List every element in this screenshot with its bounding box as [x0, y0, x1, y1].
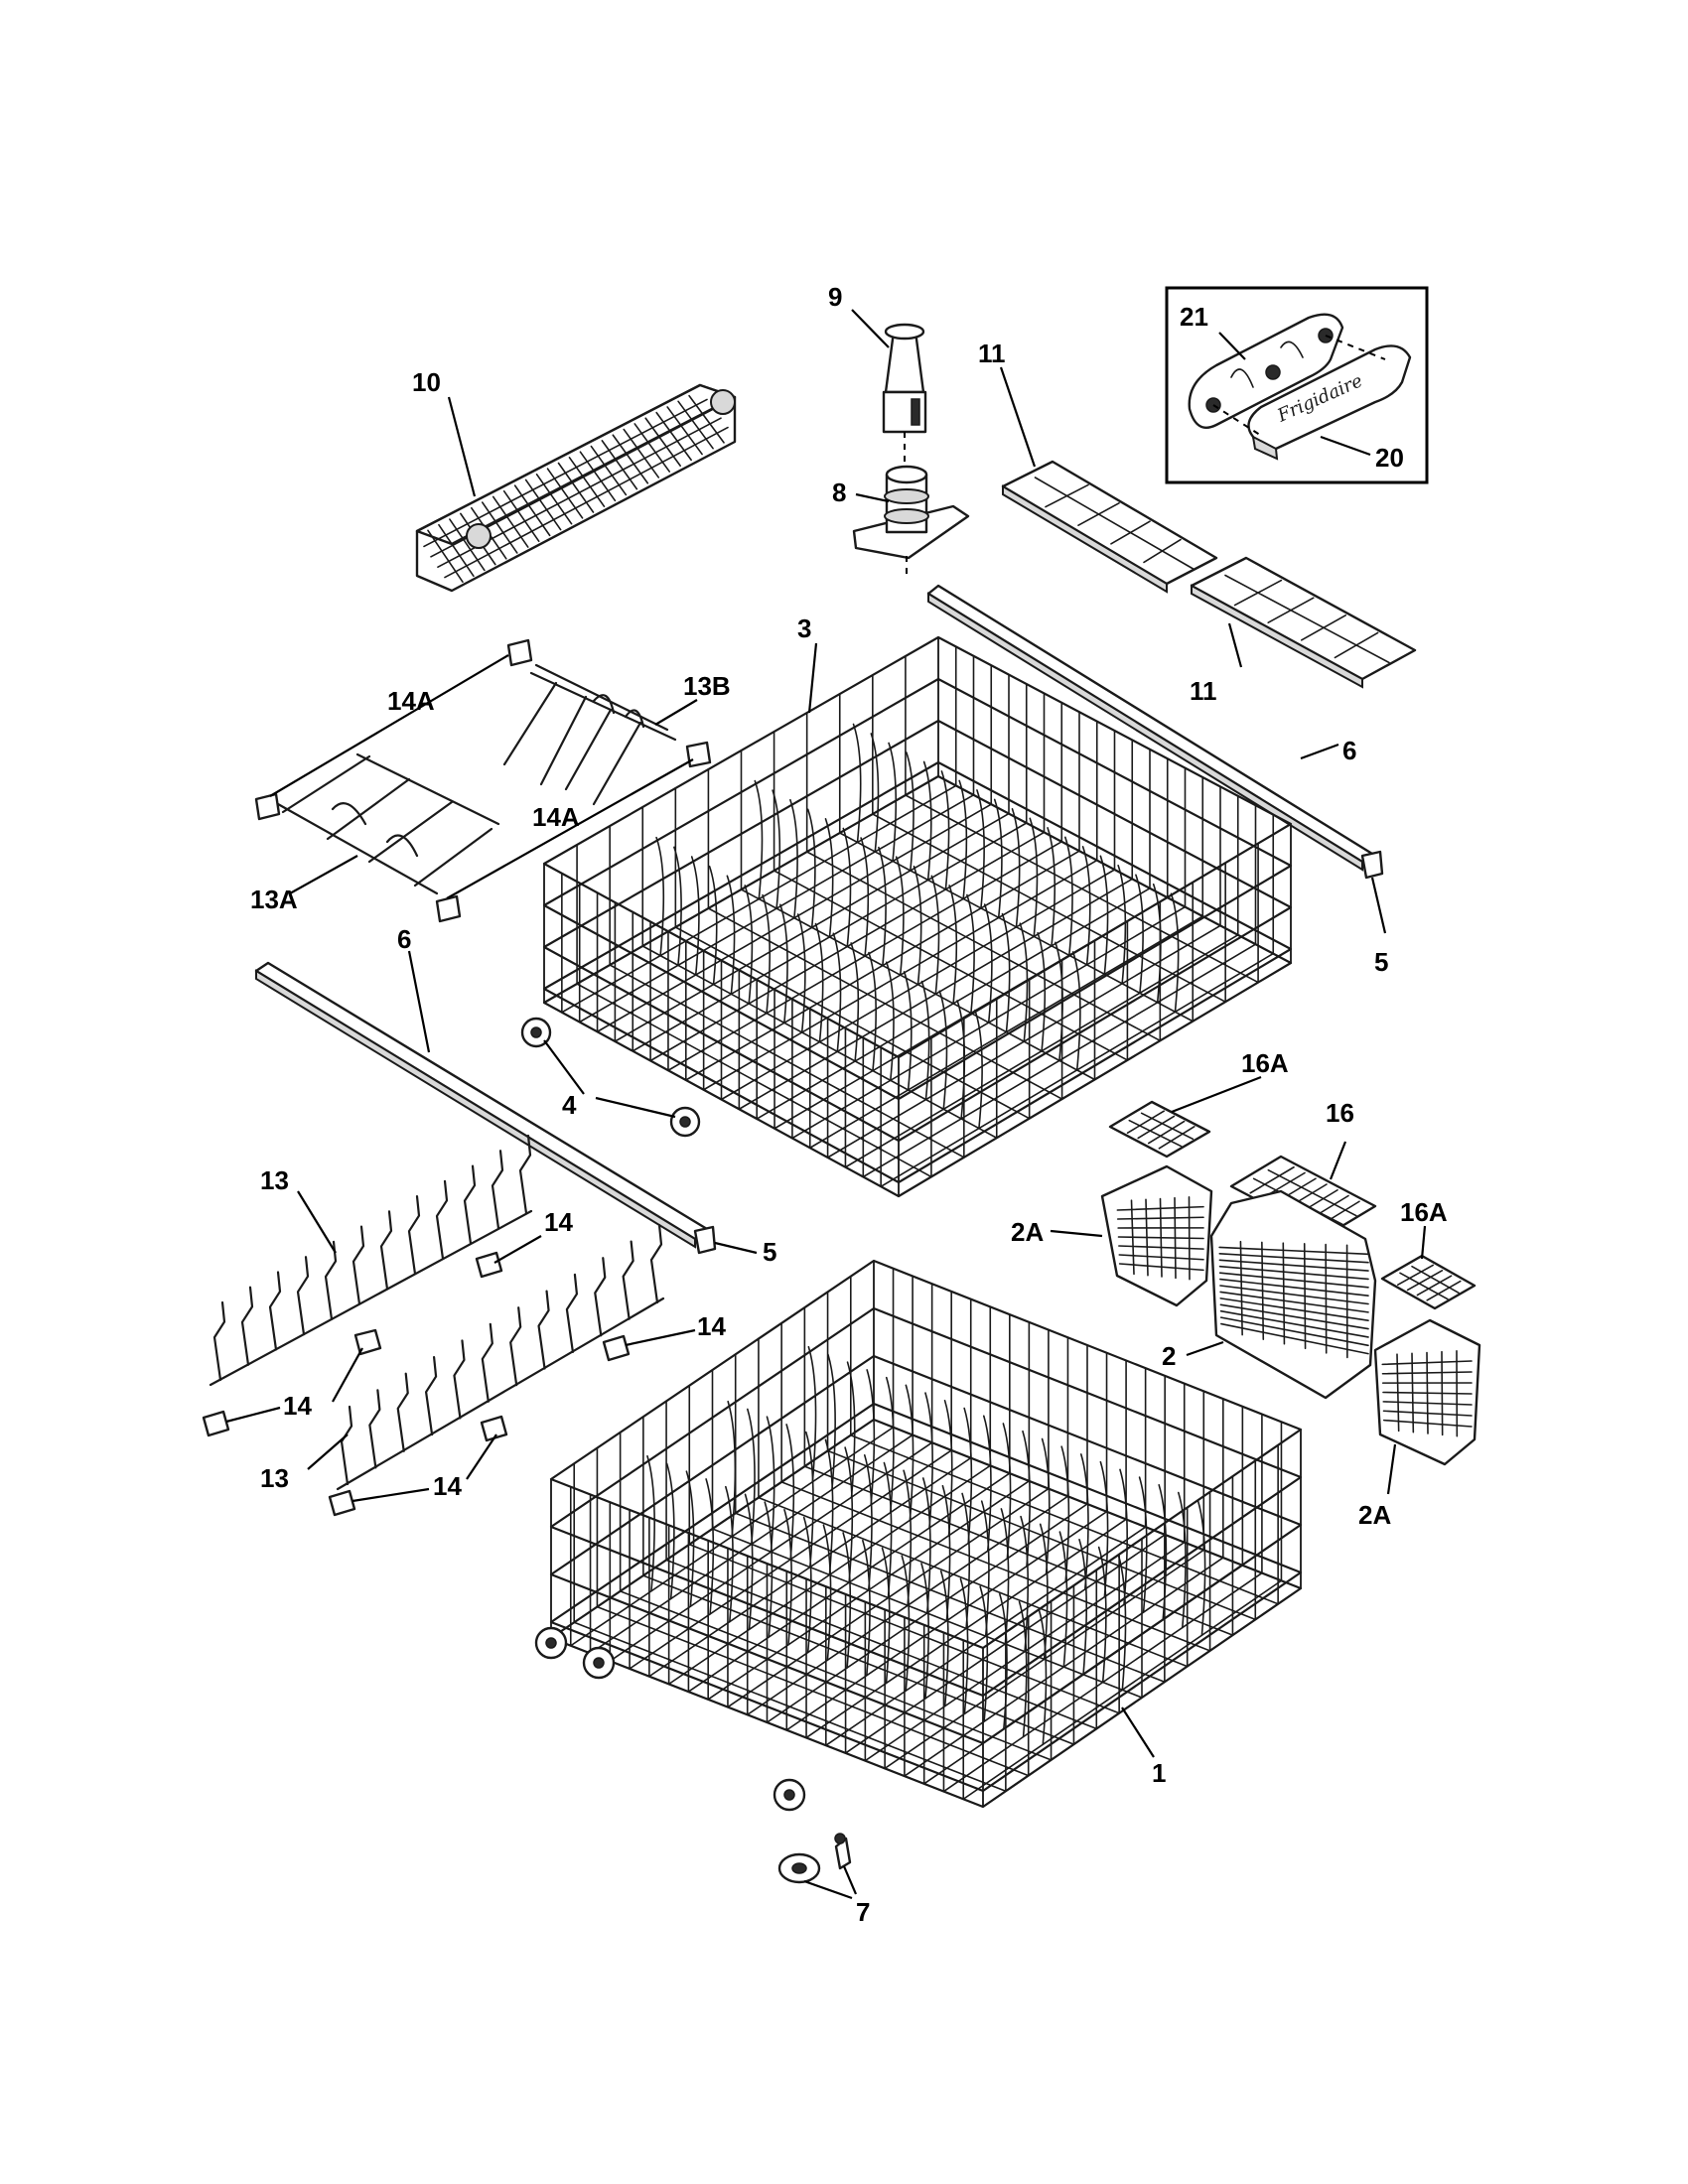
tine-row-part-13a — [276, 752, 500, 895]
callout-6-left: 6 — [397, 924, 411, 954]
basket-cover-part-16a-right — [1380, 1254, 1477, 1310]
callout-16a-top: 16A — [1241, 1048, 1289, 1078]
upper-dish-rack-part-3 — [520, 635, 1293, 1198]
basket-cover-part-16a-top — [1108, 1100, 1211, 1159]
clip-part-14a-left — [254, 792, 281, 821]
track-rail-part-6-right — [926, 584, 1384, 880]
callout-21: 21 — [1180, 302, 1208, 332]
callout-13-top: 13 — [260, 1165, 289, 1195]
clip-part-14a-bottom — [435, 894, 462, 923]
upper-rack-wheel-part-4-a — [520, 1017, 552, 1048]
callout-6-right: 6 — [1342, 736, 1356, 765]
callout-1: 1 — [1152, 1758, 1166, 1788]
lower-dish-rack-part-1 — [534, 1259, 1303, 1812]
callout-13a: 13A — [250, 885, 298, 914]
callout-20: 20 — [1375, 443, 1404, 473]
clip-part-14-f — [328, 1489, 356, 1517]
lower-rack-wheel-c — [773, 1778, 806, 1812]
callout-5-right: 5 — [1374, 947, 1388, 977]
callout-2a-bottom: 2A — [1358, 1500, 1391, 1530]
clip-part-14a-top — [506, 638, 533, 667]
callout-14-2: 14 — [697, 1311, 726, 1341]
track-rail-part-6-left — [254, 961, 717, 1255]
callout-14a-mid: 14A — [532, 802, 580, 832]
upper-rack-wheel-part-4-b — [669, 1106, 701, 1138]
silverware-basket-part-10 — [415, 383, 737, 593]
callout-2a-top: 2A — [1011, 1217, 1044, 1247]
callout-11-upper: 11 — [978, 339, 1006, 368]
spray-nozzle-part-9 — [882, 323, 927, 434]
callout-11-lower: 11 — [1190, 676, 1217, 706]
inset-handle-box: Frigidaire 21 20 — [1165, 286, 1429, 484]
callout-14-1: 14 — [544, 1207, 573, 1237]
spray-connector-part-8 — [852, 465, 970, 576]
callout-4: 4 — [562, 1090, 577, 1120]
callout-16a-right: 16A — [1400, 1197, 1448, 1227]
callout-5-left: 5 — [763, 1237, 776, 1267]
callout-14a-top: 14A — [387, 686, 435, 716]
tine-row-part-13b — [502, 663, 677, 806]
callout-7: 7 — [856, 1897, 870, 1927]
large-basket-part-2 — [1209, 1189, 1377, 1400]
rack-wheel-part-7 — [777, 1833, 852, 1884]
cup-shelf-part-11-lower — [1190, 556, 1417, 689]
callout-3: 3 — [797, 614, 811, 643]
callout-13b: 13B — [683, 671, 731, 701]
callout-10: 10 — [412, 367, 441, 397]
clip-part-14-e — [480, 1415, 508, 1442]
callout-14-4: 14 — [433, 1471, 462, 1501]
callout-13-bottom: 13 — [260, 1463, 289, 1493]
callout-16: 16 — [1326, 1098, 1354, 1128]
lower-rack-wheel-a — [534, 1626, 568, 1660]
callout-14-3: 14 — [283, 1391, 312, 1421]
callout-8: 8 — [832, 478, 846, 507]
clip-part-14a-mid — [685, 741, 712, 768]
clip-part-14-b — [353, 1328, 382, 1356]
clip-part-14-c — [602, 1334, 631, 1362]
callout-2: 2 — [1162, 1341, 1176, 1371]
small-basket-part-2a-bottom — [1373, 1318, 1481, 1466]
cup-shelf-part-11-upper — [1001, 460, 1218, 594]
callout-9: 9 — [828, 282, 842, 312]
lower-rack-wheel-b — [582, 1646, 616, 1680]
clip-part-14-a — [475, 1251, 503, 1279]
clip-part-14-d — [202, 1410, 230, 1437]
tine-row-part-13-lower — [336, 1223, 665, 1491]
small-basket-part-2a-top — [1100, 1164, 1213, 1307]
